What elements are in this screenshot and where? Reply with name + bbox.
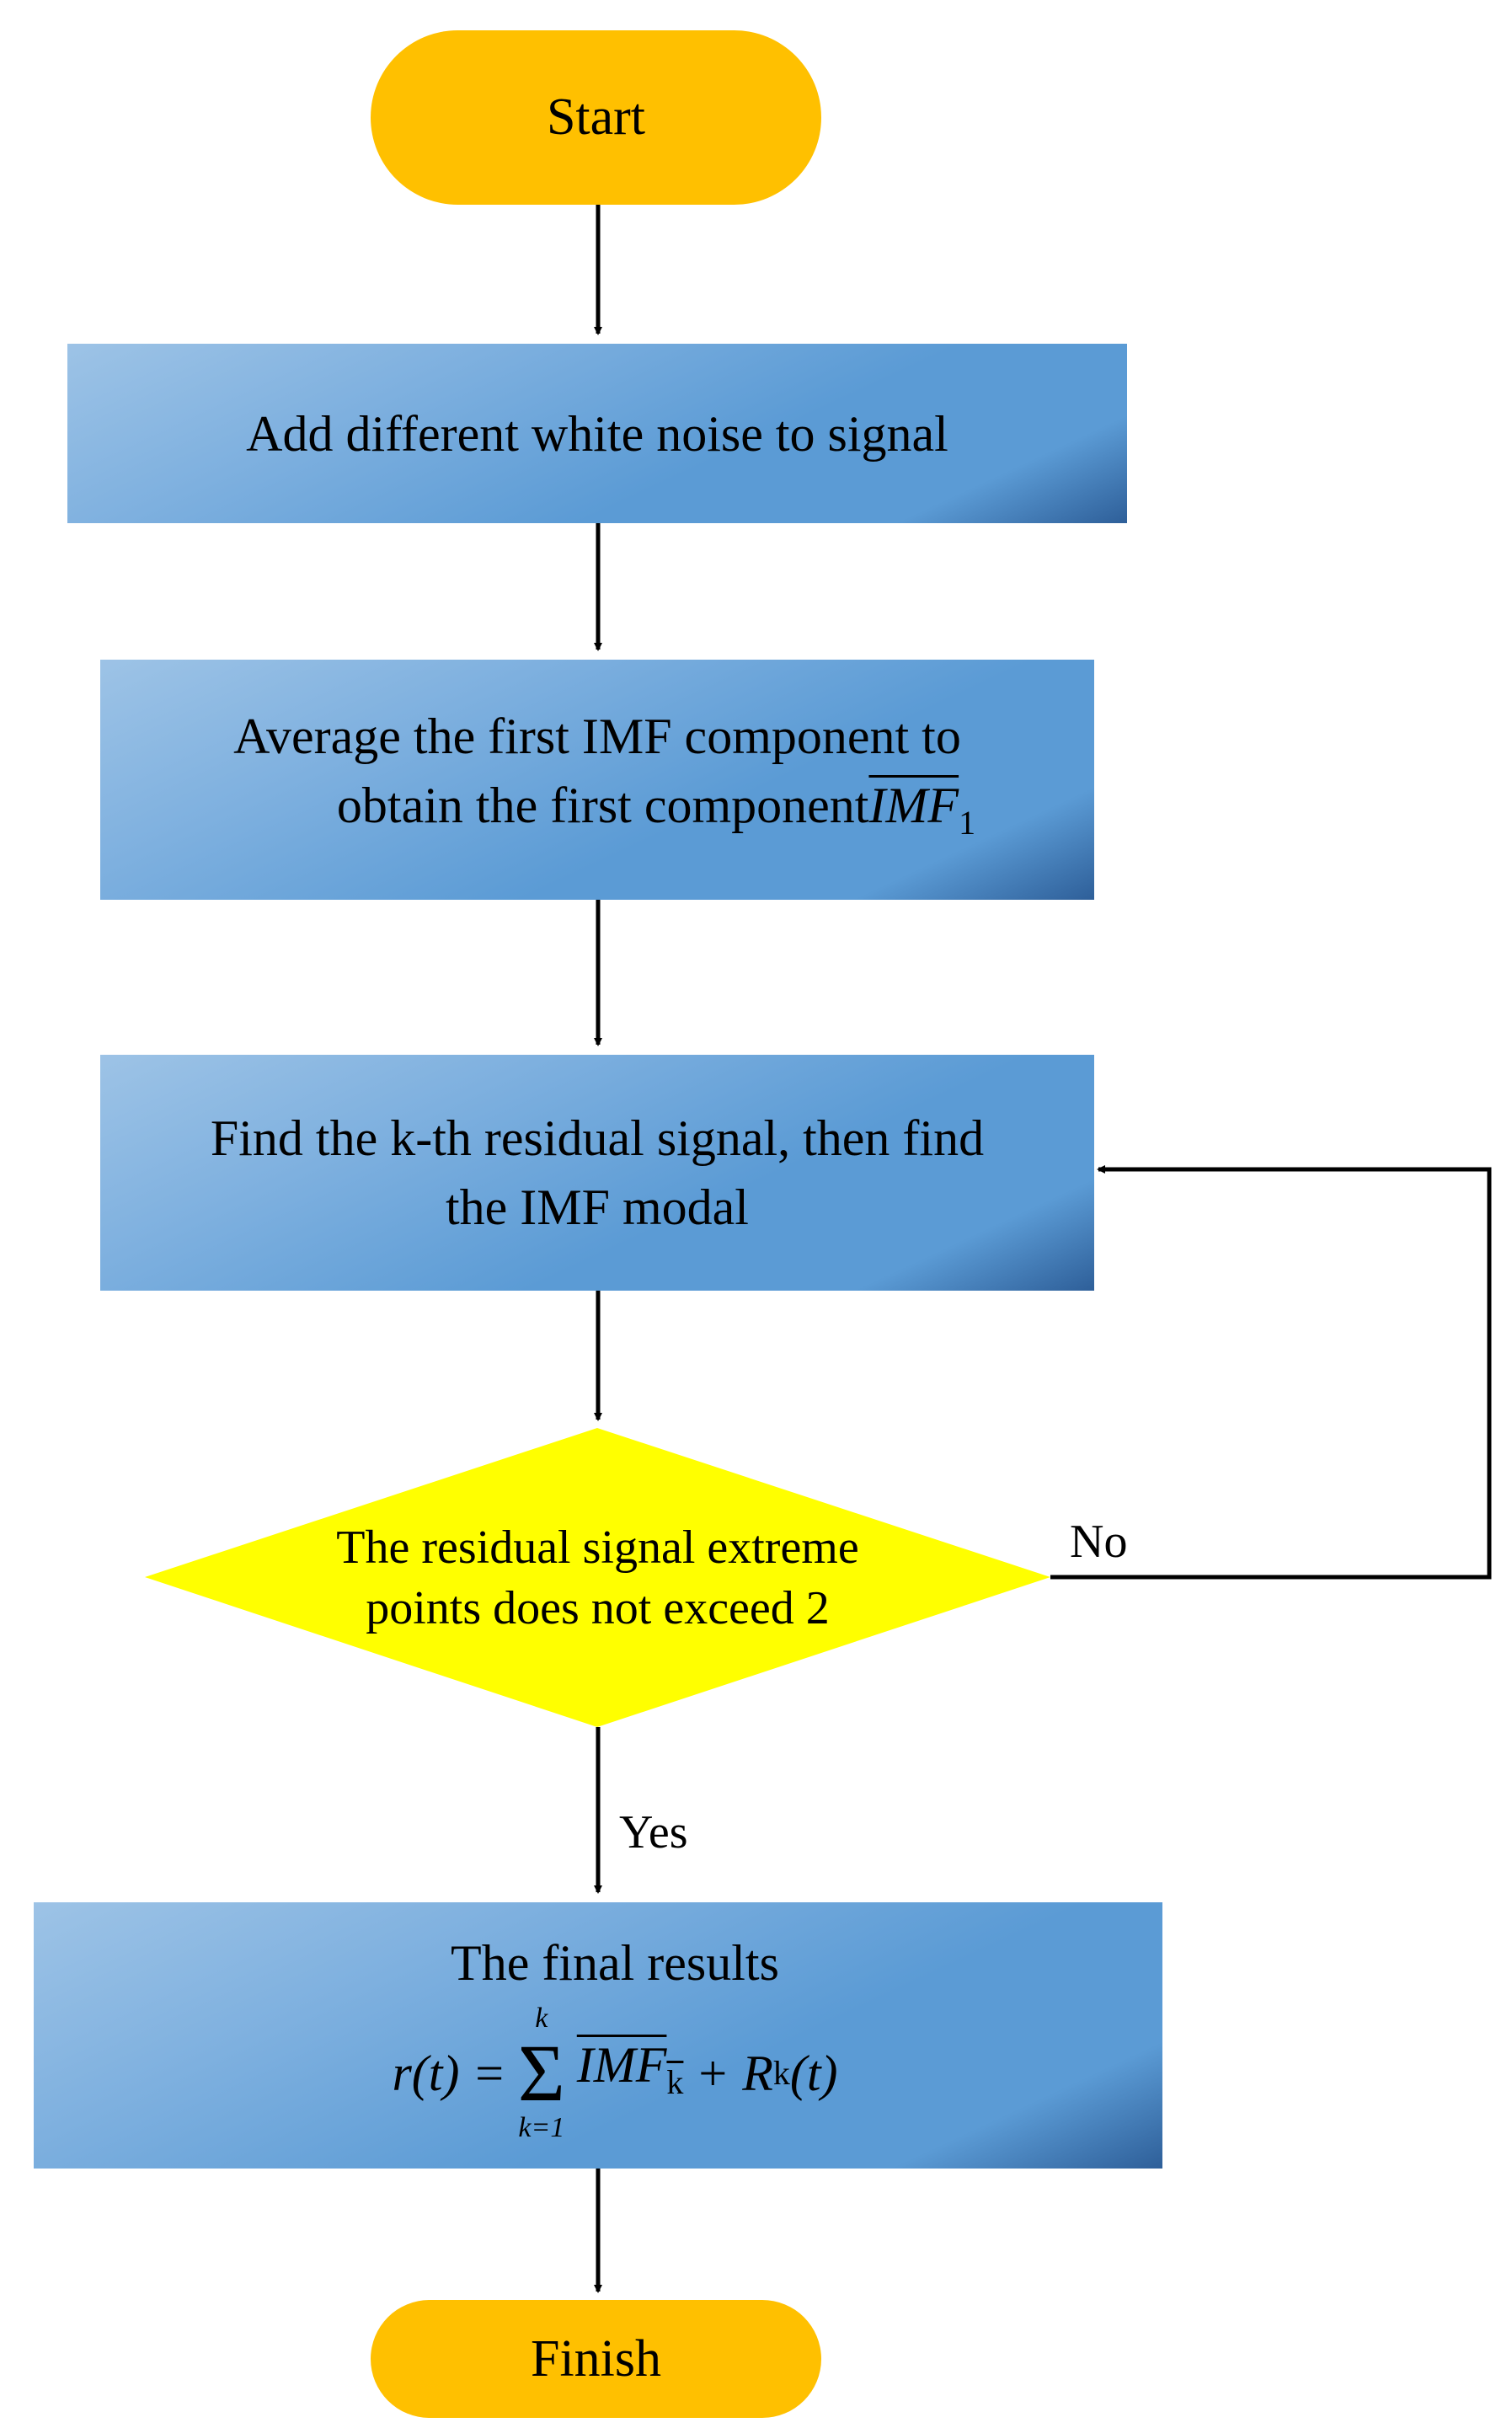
imf1-subscript: 1 — [959, 804, 976, 842]
decision-text: The residual signal extreme points does … — [145, 1428, 1050, 1727]
start-terminal: Start — [371, 30, 821, 205]
finish-terminal: Finish — [371, 2300, 821, 2418]
average-first-imf-line2: obtain the first componentIMF1 — [337, 771, 975, 858]
sum-upper-limit: k — [535, 2003, 548, 2034]
process-final-results: The final results r(t) = k Σ k=1 IMFk + … — [34, 1902, 1162, 2169]
residual-subscript: k — [772, 2054, 790, 2092]
process-add-white-noise-label: Add different white noise to signal — [246, 405, 948, 462]
find-residual-line1: Find the k-th residual signal, then find — [210, 1110, 985, 1166]
process-find-residual: Find the k-th residual signal, then find… — [100, 1055, 1094, 1291]
formula-plus: + — [698, 2046, 728, 2101]
no-label: No — [1070, 1516, 1128, 1568]
imfk-subscript: k — [666, 2062, 684, 2101]
start-label: Start — [546, 88, 646, 146]
sum-lower-limit: k=1 — [518, 2112, 565, 2143]
process-add-white-noise: Add different white noise to signal — [67, 344, 1127, 523]
decision-diamond — [145, 1428, 1050, 1727]
residual-symbol: R — [742, 2046, 773, 2101]
final-results-title: The final results — [451, 1935, 779, 1991]
sigma-symbol: Σ — [517, 2028, 565, 2118]
decision-line2: points does not exceed 2 — [366, 1581, 830, 1634]
arrow-no-loop — [1050, 1165, 1492, 1580]
find-residual-line2: the IMF modal — [446, 1179, 749, 1235]
summation: k Σ k=1 — [518, 2004, 565, 2142]
residual-arg: (t) — [789, 2046, 838, 2101]
imf1-symbol: IMF — [868, 778, 959, 833]
average-first-imf-line2-text: obtain the first component — [336, 778, 869, 833]
yes-label: Yes — [619, 1806, 688, 1858]
average-first-imf-line1: Average the first IMF component to — [233, 709, 961, 764]
formula-imf-term: IMFk — [577, 2030, 684, 2117]
imfk-symbol: IMF — [576, 2036, 667, 2093]
decision-line1: The residual signal extreme — [336, 1521, 859, 1574]
process-average-first-imf: Average the first IMF component to obtai… — [100, 660, 1094, 900]
formula-lhs: r(t) = — [392, 2046, 506, 2101]
finish-label: Finish — [530, 2329, 662, 2388]
